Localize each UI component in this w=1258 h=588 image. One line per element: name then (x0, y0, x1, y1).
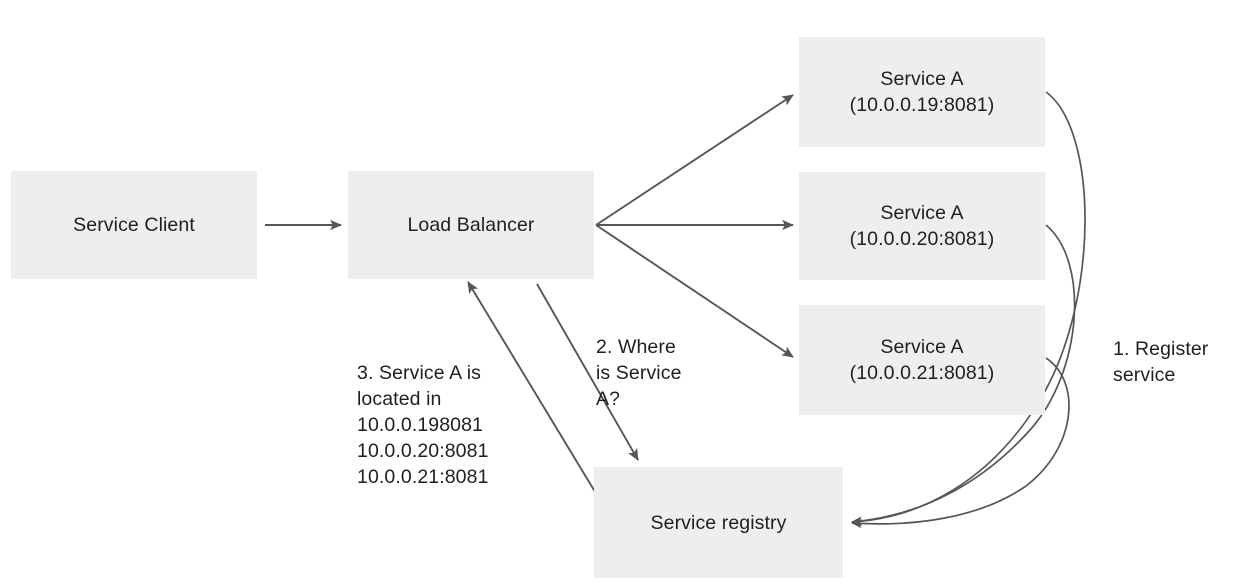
node-service-a-2[interactable]: Service A (10.0.0.20:8081) (799, 172, 1045, 280)
edge-label-step-2-query: 2. Where is Service A? (596, 336, 682, 410)
node-service-registry[interactable]: Service registry (594, 467, 843, 578)
edge-label-step-1-register: 1. Register service (1113, 338, 1209, 386)
node-service-a-3-label: Service A (10.0.0.21:8081) (849, 336, 995, 384)
node-service-a-1[interactable]: Service A (10.0.0.19:8081) (799, 37, 1045, 147)
edge-label-step-3-response: 3. Service A is located in 10.0.0.198081… (357, 362, 489, 488)
node-service-client-label: Service Client (73, 214, 195, 236)
node-service-a-2-label: Service A (10.0.0.20:8081) (849, 202, 995, 250)
node-service-a-1-label: Service A (10.0.0.19:8081) (849, 68, 995, 116)
node-load-balancer-label: Load Balancer (407, 214, 535, 236)
node-service-client[interactable]: Service Client (11, 171, 257, 279)
node-service-registry-label: Service registry (650, 511, 787, 534)
edge-balancer-to-service-a-1 (595, 94, 794, 226)
node-service-a-3[interactable]: Service A (10.0.0.21:8081) (799, 305, 1045, 415)
node-load-balancer[interactable]: Load Balancer (348, 171, 594, 279)
